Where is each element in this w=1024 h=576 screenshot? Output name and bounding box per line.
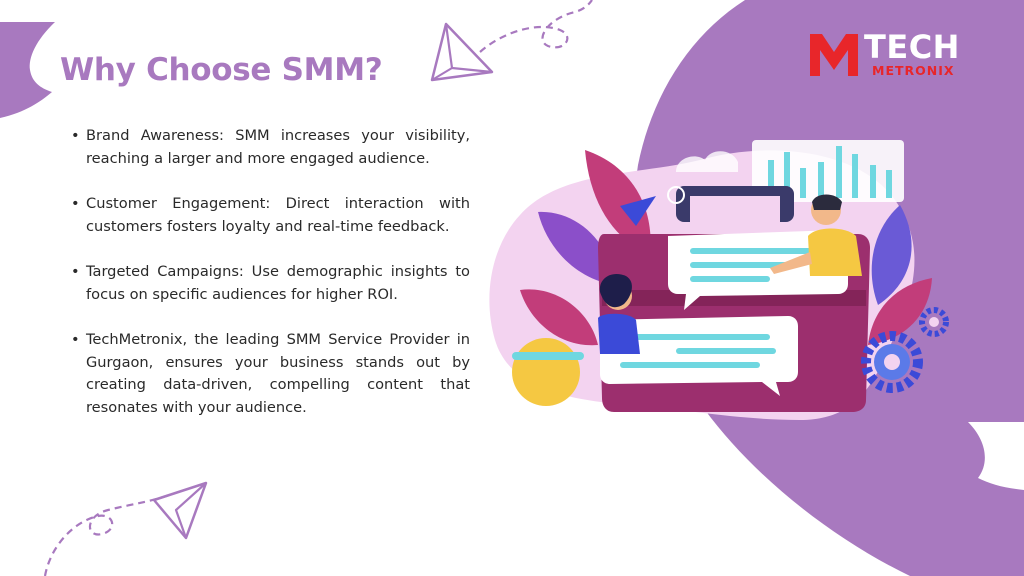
logo-brand-text: TECH bbox=[864, 28, 960, 66]
bullet-item: Brand Awareness: SMM increases your visi… bbox=[68, 125, 470, 170]
techmetronix-logo: TECH METRONIX bbox=[806, 28, 978, 80]
gear-icon bbox=[861, 331, 923, 393]
bullet-item: Customer Engagement: Direct interaction … bbox=[68, 193, 470, 238]
chat-bubble-icon bbox=[600, 316, 798, 396]
bullet-item: Targeted Campaigns: Use demographic insi… bbox=[68, 261, 470, 306]
bullet-item: TechMetronix, the leading SMM Service Pr… bbox=[68, 329, 470, 419]
gear-icon bbox=[919, 307, 949, 337]
bullet-list: Brand Awareness: SMM increases your visi… bbox=[68, 125, 470, 442]
slide-title: Why Choose SMM? bbox=[60, 52, 383, 88]
bar-chart-icon bbox=[752, 140, 904, 202]
logo-mark-icon bbox=[810, 34, 858, 76]
logo-subtitle-text: METRONIX bbox=[872, 63, 955, 78]
chat-bubble-icon bbox=[668, 230, 848, 310]
